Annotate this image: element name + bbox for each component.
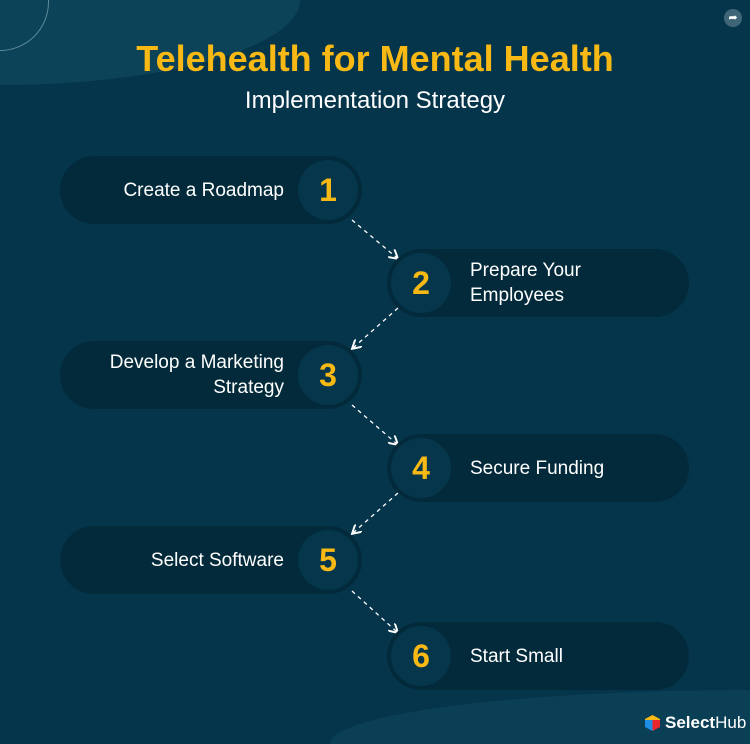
step-6: 6 Start Small: [387, 622, 689, 690]
step-label: Start Small: [470, 645, 563, 667]
step-number: 5: [298, 530, 358, 590]
page-title: Telehealth for Mental Health: [136, 38, 614, 79]
arrow-1-2: [351, 219, 397, 258]
page-subtitle: Implementation Strategy: [244, 87, 506, 114]
logo-text-regular: Hub: [715, 713, 747, 732]
step-label: Secure Funding: [470, 457, 605, 479]
arrow-2-3: [353, 307, 399, 348]
step-number: 4: [391, 438, 451, 498]
step-label: Prepare Your Employees: [470, 260, 581, 306]
step-label: Create a Roadmap: [123, 179, 284, 201]
logo-hex-icon: [645, 715, 660, 731]
share-icon[interactable]: ➦: [724, 9, 742, 27]
step-4: 4 Secure Funding: [387, 434, 689, 502]
step-label: Select Software: [150, 549, 284, 571]
step-number: 3: [298, 345, 358, 405]
step-number: 2: [391, 253, 451, 313]
logo-text-bold: Select: [665, 713, 716, 732]
step-label: Develop a Marketing Strategy: [109, 352, 284, 398]
step-number: 1: [298, 160, 358, 220]
step-3: Develop a Marketing Strategy 3: [60, 341, 362, 409]
arrow-3-4: [351, 404, 397, 444]
arrow-5-6: [351, 590, 397, 632]
step-2: 2 Prepare Your Employees: [387, 249, 689, 317]
step-1: Create a Roadmap 1: [60, 156, 362, 224]
arrow-4-5: [353, 492, 399, 533]
step-5: Select Software 5: [60, 526, 362, 594]
step-number: 6: [391, 626, 451, 686]
